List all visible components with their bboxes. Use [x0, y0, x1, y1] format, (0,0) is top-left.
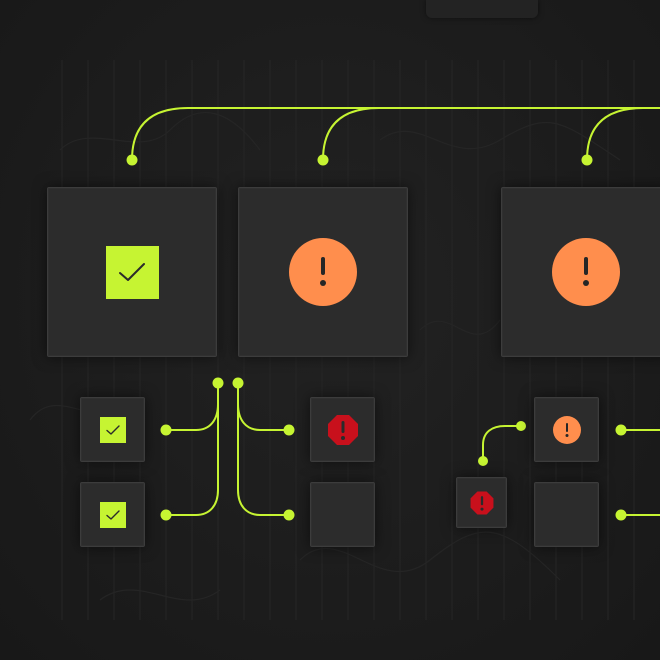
- card-c[interactable]: [501, 187, 660, 357]
- check-square-icon: [99, 416, 126, 443]
- port-hub-left: [212, 377, 224, 389]
- port-mini-c1-in: [516, 421, 526, 431]
- mini-a2[interactable]: [80, 482, 145, 547]
- port-hub-right: [232, 377, 244, 389]
- link-mini-c0: [482, 425, 522, 462]
- link-mini-b1: [237, 382, 290, 431]
- error-octagon-icon: [469, 490, 495, 516]
- mini-b1[interactable]: [310, 397, 375, 462]
- mini-c0[interactable]: [456, 477, 507, 528]
- mini-b2[interactable]: [310, 482, 375, 547]
- link-mini-a2: [165, 382, 219, 516]
- mini-c2[interactable]: [534, 482, 599, 547]
- port-card-c: [581, 154, 593, 166]
- error-octagon-icon: [326, 413, 360, 447]
- port-mini-a1: [160, 424, 172, 436]
- link-mini-a1: [165, 382, 219, 431]
- port-card-b: [317, 154, 329, 166]
- mini-a1[interactable]: [80, 397, 145, 462]
- check-square-icon: [105, 245, 159, 299]
- link-mini-b2: [237, 382, 290, 516]
- port-mini-c1-out: [615, 424, 627, 436]
- port-mini-b1: [283, 424, 295, 436]
- warning-circle-icon: [289, 238, 357, 306]
- branch-to-card-c: [586, 107, 644, 161]
- check-square-icon: [99, 501, 126, 528]
- port-mini-a2: [160, 509, 172, 521]
- port-mini-c2-out: [615, 509, 627, 521]
- card-b[interactable]: [238, 187, 408, 357]
- branch-to-card-b: [322, 107, 380, 161]
- port-mini-b2: [283, 509, 295, 521]
- card-a[interactable]: [47, 187, 217, 357]
- port-card-a: [126, 154, 138, 166]
- top-handle: [426, 0, 538, 18]
- port-mini-c0: [478, 456, 488, 466]
- warning-circle-icon: [552, 238, 620, 306]
- top-bus-line: [131, 107, 660, 161]
- mini-c1[interactable]: [534, 397, 599, 462]
- warning-circle-icon: [552, 415, 581, 444]
